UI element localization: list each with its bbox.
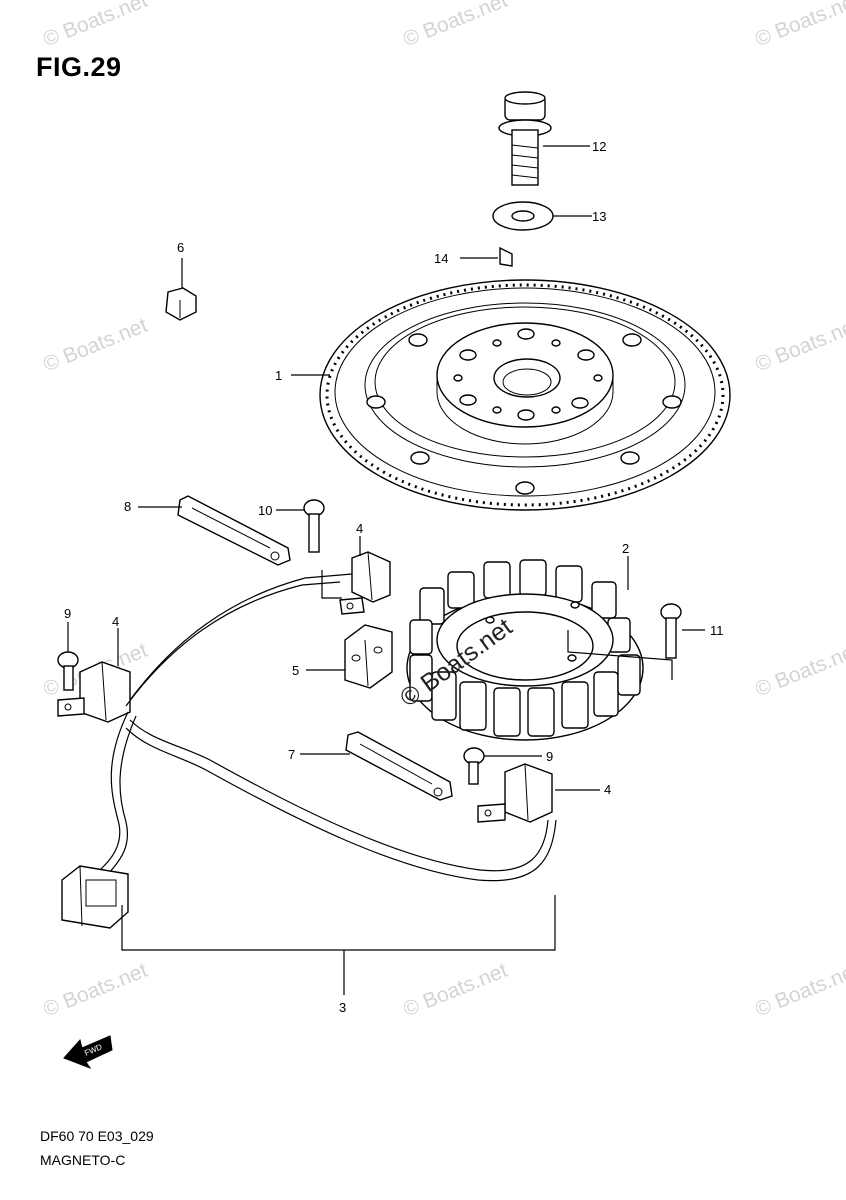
callout-1: 1 (275, 368, 282, 383)
flywheel-part (319, 279, 731, 511)
harness-bracket-line (121, 895, 556, 951)
pulser-coil-lower-part (477, 763, 553, 823)
screw-left-part (57, 651, 79, 691)
callout-9: 9 (546, 749, 553, 764)
footer-name: MAGNETO-C (40, 1152, 126, 1168)
wire-harness-part (61, 573, 557, 929)
clip-part (165, 287, 197, 321)
callout-6: 6 (177, 240, 184, 255)
screw-11-part (660, 603, 682, 659)
callout-3: 3 (339, 1000, 346, 1015)
fwd-arrow-icon: FWD (63, 1035, 113, 1070)
callout-2: 2 (622, 541, 629, 556)
screw-10-part (303, 499, 325, 553)
screw-lower-part (463, 747, 485, 785)
key-part (499, 246, 513, 267)
callout-10: 10 (258, 503, 272, 518)
callout-4: 4 (604, 782, 611, 797)
footer-code: DF60 70 E03_029 (40, 1128, 154, 1144)
callout-12: 12 (592, 139, 606, 154)
callout-4: 4 (112, 614, 119, 629)
spacer-part (344, 624, 393, 689)
flywheel-bolt-part (498, 91, 552, 186)
callout-8: 8 (124, 499, 131, 514)
callout-7: 7 (288, 747, 295, 762)
callout-5: 5 (292, 663, 299, 678)
callout-9: 9 (64, 606, 71, 621)
callout-14: 14 (434, 251, 448, 266)
callout-4: 4 (356, 521, 363, 536)
leader-lines (67, 145, 705, 791)
callout-13: 13 (592, 209, 606, 224)
stator-part (406, 559, 644, 741)
callout-numbers: 1 2 3 4 4 4 5 6 7 8 9 9 10 11 12 13 14 (64, 139, 724, 1015)
ground-wire-lower-part (345, 731, 453, 801)
ground-wire-upper-part (177, 495, 291, 566)
callout-11: 11 (710, 623, 724, 638)
pulser-coil-upper-part (339, 551, 391, 615)
washer-part (492, 201, 554, 231)
pulser-coil-left-part (57, 661, 131, 723)
figure-title: FIG.29 (36, 52, 122, 82)
